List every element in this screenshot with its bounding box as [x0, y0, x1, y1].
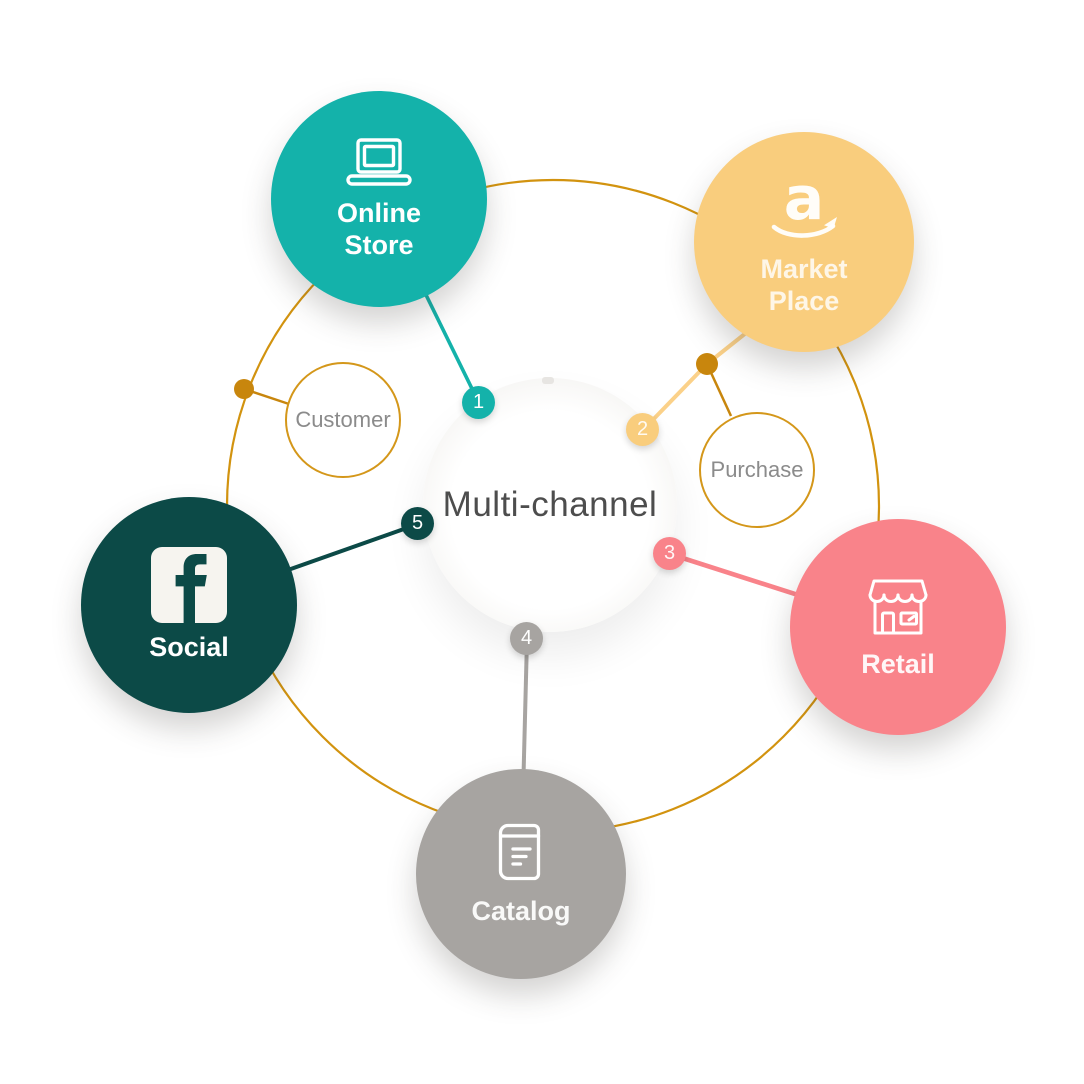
- badge-4: 4: [510, 622, 543, 655]
- annotation-customer: Customer: [285, 362, 401, 478]
- badge-5: 5: [401, 507, 434, 540]
- book-icon: [492, 821, 550, 887]
- badge-number: 2: [636, 418, 649, 440]
- center-title: Multi-channel: [442, 485, 658, 524]
- badge-number: 1: [472, 391, 485, 413]
- badge-1: 1: [462, 386, 495, 419]
- junction-dot-right: [696, 353, 718, 375]
- node-label-line: Market: [760, 254, 848, 285]
- node-online-store: Online Store: [271, 91, 487, 307]
- node-market-place: a Market Place: [694, 132, 914, 352]
- annotation-label: Customer: [295, 407, 391, 432]
- badge-number: 5: [411, 512, 424, 534]
- badge-3: 3: [653, 537, 686, 570]
- badge-number: 3: [663, 542, 676, 564]
- node-label-line: Place: [768, 285, 840, 316]
- node-label-line: Social: [149, 631, 229, 662]
- node-label-line: Store: [344, 229, 414, 260]
- node-label-line: Catalog: [471, 895, 571, 926]
- svg-text:a: a: [784, 167, 825, 234]
- center-top-tick: [542, 377, 554, 384]
- node-label-line: Online: [336, 198, 421, 229]
- node-retail: Retail: [790, 519, 1006, 735]
- badge-2: 2: [626, 413, 659, 446]
- node-catalog: Catalog: [416, 769, 626, 979]
- junction-dot-left: [234, 379, 254, 399]
- storefront-icon: [860, 574, 936, 640]
- badge-number: 4: [520, 627, 533, 649]
- annotation-label: Purchase: [710, 457, 804, 482]
- node-label-line: Retail: [861, 648, 935, 679]
- amazon-icon: a: [758, 167, 850, 245]
- annotation-purchase: Purchase: [699, 412, 815, 528]
- laptop-icon: [337, 137, 421, 189]
- node-social: Social: [81, 497, 297, 713]
- facebook-icon: [151, 546, 227, 623]
